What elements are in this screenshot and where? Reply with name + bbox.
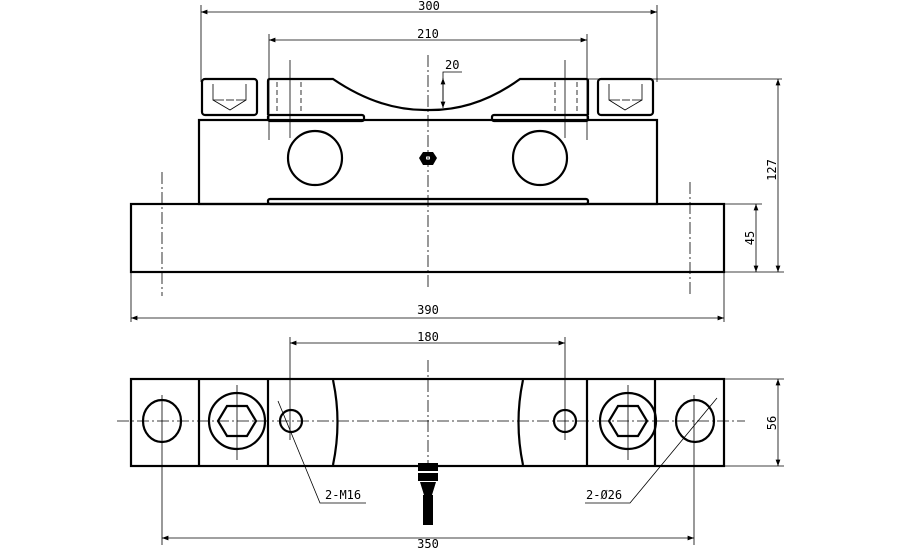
left-bolt-head — [200, 77, 259, 117]
label-2-dia26: 2-Ø26 — [586, 488, 622, 502]
right-threaded-hole — [552, 408, 578, 434]
base-plate — [129, 202, 726, 274]
dim-56: 56 — [765, 416, 779, 430]
front-view: 300 210 20 45 127 — [129, 0, 784, 322]
top-view: 180 56 2-M16 2-Ø26 — [117, 330, 784, 550]
cable-connector-icon — [418, 463, 438, 525]
dim-127: 127 — [765, 159, 779, 181]
left-bore — [286, 129, 344, 187]
right-through-hole — [674, 398, 716, 444]
label-2-m16: 2-M16 — [325, 488, 361, 502]
dim-20: 20 — [445, 58, 459, 72]
dim-210: 210 — [417, 27, 439, 41]
dim-350: 350 — [417, 537, 439, 550]
dim-300: 300 — [418, 0, 440, 13]
right-bore — [511, 129, 569, 187]
dim-180: 180 — [417, 330, 439, 344]
dim-45: 45 — [743, 231, 757, 245]
right-bolt-head — [596, 77, 655, 117]
dim-390: 390 — [417, 303, 439, 317]
